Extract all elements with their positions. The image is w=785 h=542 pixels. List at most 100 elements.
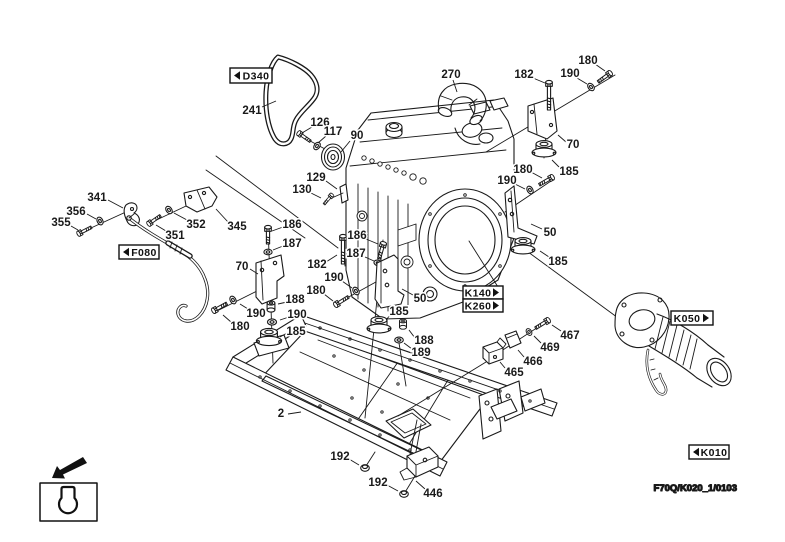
frame-right-angle (520, 388, 546, 412)
frame-angle-strip (261, 375, 439, 464)
leader-line (530, 223, 543, 230)
part-number-label: 446 (423, 488, 442, 500)
bracket-50-right (504, 185, 538, 245)
screw-130 (321, 192, 335, 207)
part-number-label: 190 (287, 309, 306, 321)
leader-line (594, 63, 606, 72)
leader-line (215, 208, 229, 223)
page-ref-box-K010[interactable]: K010 (688, 444, 730, 460)
leader-line (551, 159, 561, 169)
leader-line (317, 135, 327, 144)
leader-line (301, 126, 313, 134)
page-ref-arrow-icon (693, 447, 699, 457)
part-number-label: 182 (307, 259, 326, 271)
leader-line (576, 77, 588, 85)
underframe-parts (360, 446, 439, 498)
part-number-label: 182 (514, 69, 533, 81)
part-number-label: 192 (368, 477, 387, 489)
page-ref-box-F080[interactable]: F080 (118, 244, 160, 260)
washer-187-a (263, 248, 273, 256)
page-ref-label: K050 (674, 313, 701, 325)
part-number-label: 355 (51, 217, 71, 229)
part-number-label: 70 (236, 261, 249, 273)
leader-line (325, 254, 338, 263)
bolt-180-e (332, 293, 351, 309)
part-number-label: 180 (306, 285, 325, 297)
part-number-label: 189 (411, 347, 430, 359)
engine-mount-top-right (527, 69, 614, 158)
frame-mount-pad (490, 398, 518, 420)
bracket-345 (183, 186, 218, 213)
part-number-label: 186 (347, 230, 366, 242)
leader-line (222, 314, 232, 323)
part-number-label: 185 (559, 166, 579, 178)
duct-cone (648, 313, 732, 388)
part-number-label: 180 (578, 55, 597, 67)
part-number-label: 187 (282, 238, 301, 250)
engine-mount-left (210, 224, 290, 357)
leader-line (173, 212, 188, 221)
ref-box-frame (670, 310, 714, 326)
leader-line (279, 332, 288, 338)
leader-line (340, 140, 351, 153)
page-ref-box-K260[interactable]: K260 (462, 298, 504, 313)
part-number-label: 190 (324, 272, 343, 284)
leader-line (70, 225, 79, 231)
leader-line (539, 250, 550, 258)
part-number-label: 351 (165, 230, 185, 242)
part-number-label: 466 (523, 356, 542, 368)
ref-box-frame (229, 67, 273, 84)
part-number-label: 270 (441, 69, 460, 81)
bracket-50-center (374, 254, 405, 309)
page-ref-box-D340[interactable]: D340 (229, 67, 273, 84)
leader-line (107, 199, 124, 209)
part-number-label: 70 (567, 139, 580, 151)
leader-line (239, 303, 249, 310)
part-number-label: 90 (351, 130, 364, 142)
part-number-label: 129 (306, 172, 325, 184)
page-ref-label: D340 (243, 70, 270, 82)
part-number-label: 126 (310, 117, 329, 129)
frame-right-plate-a (478, 388, 502, 440)
starter-boss (422, 286, 438, 302)
leader-line (401, 288, 414, 296)
page-ref-label: F080 (131, 247, 157, 259)
part-number-label: 190 (246, 308, 265, 320)
leader-line (155, 224, 167, 232)
crank-pulley-90 (320, 143, 346, 171)
part-number-label: 190 (560, 68, 579, 80)
part-number-label: 185 (389, 306, 409, 318)
bolt-467 (533, 316, 552, 332)
frame-weldment (225, 314, 558, 477)
machine-symbol-icon (57, 485, 79, 515)
leader-line (261, 100, 277, 108)
air-hose-270 (437, 82, 487, 126)
leader-line (517, 349, 525, 358)
leader-line (532, 77, 546, 84)
page-ref-label: K010 (701, 447, 728, 459)
part-number-label: 185 (548, 256, 568, 268)
plate-466 (504, 330, 522, 349)
part-number-label: 187 (346, 248, 365, 260)
control-cable-f080 (126, 213, 210, 323)
page-ref-box-K140[interactable]: K140 (462, 285, 504, 300)
part-number-label: 341 (87, 192, 107, 204)
leader-line (348, 458, 360, 466)
block-465 (482, 341, 504, 365)
leader-line (364, 256, 375, 262)
washer-356 (95, 215, 105, 227)
leader-line (287, 411, 302, 415)
part-number-label: 190 (497, 175, 516, 187)
v-belt-241 (263, 54, 320, 147)
page-ref-box-K050[interactable]: K050 (670, 310, 714, 326)
part-number-label: 2 (278, 408, 284, 420)
bolt-186-a (264, 224, 272, 245)
drawing-code: F70Q/K020_1/0103 (654, 483, 737, 494)
part-number-label: 188 (285, 294, 305, 306)
injection-pump-detail (356, 155, 427, 315)
washer-189 (394, 336, 404, 344)
washer-190-c (266, 318, 278, 326)
part-number-label: 188 (414, 335, 434, 347)
